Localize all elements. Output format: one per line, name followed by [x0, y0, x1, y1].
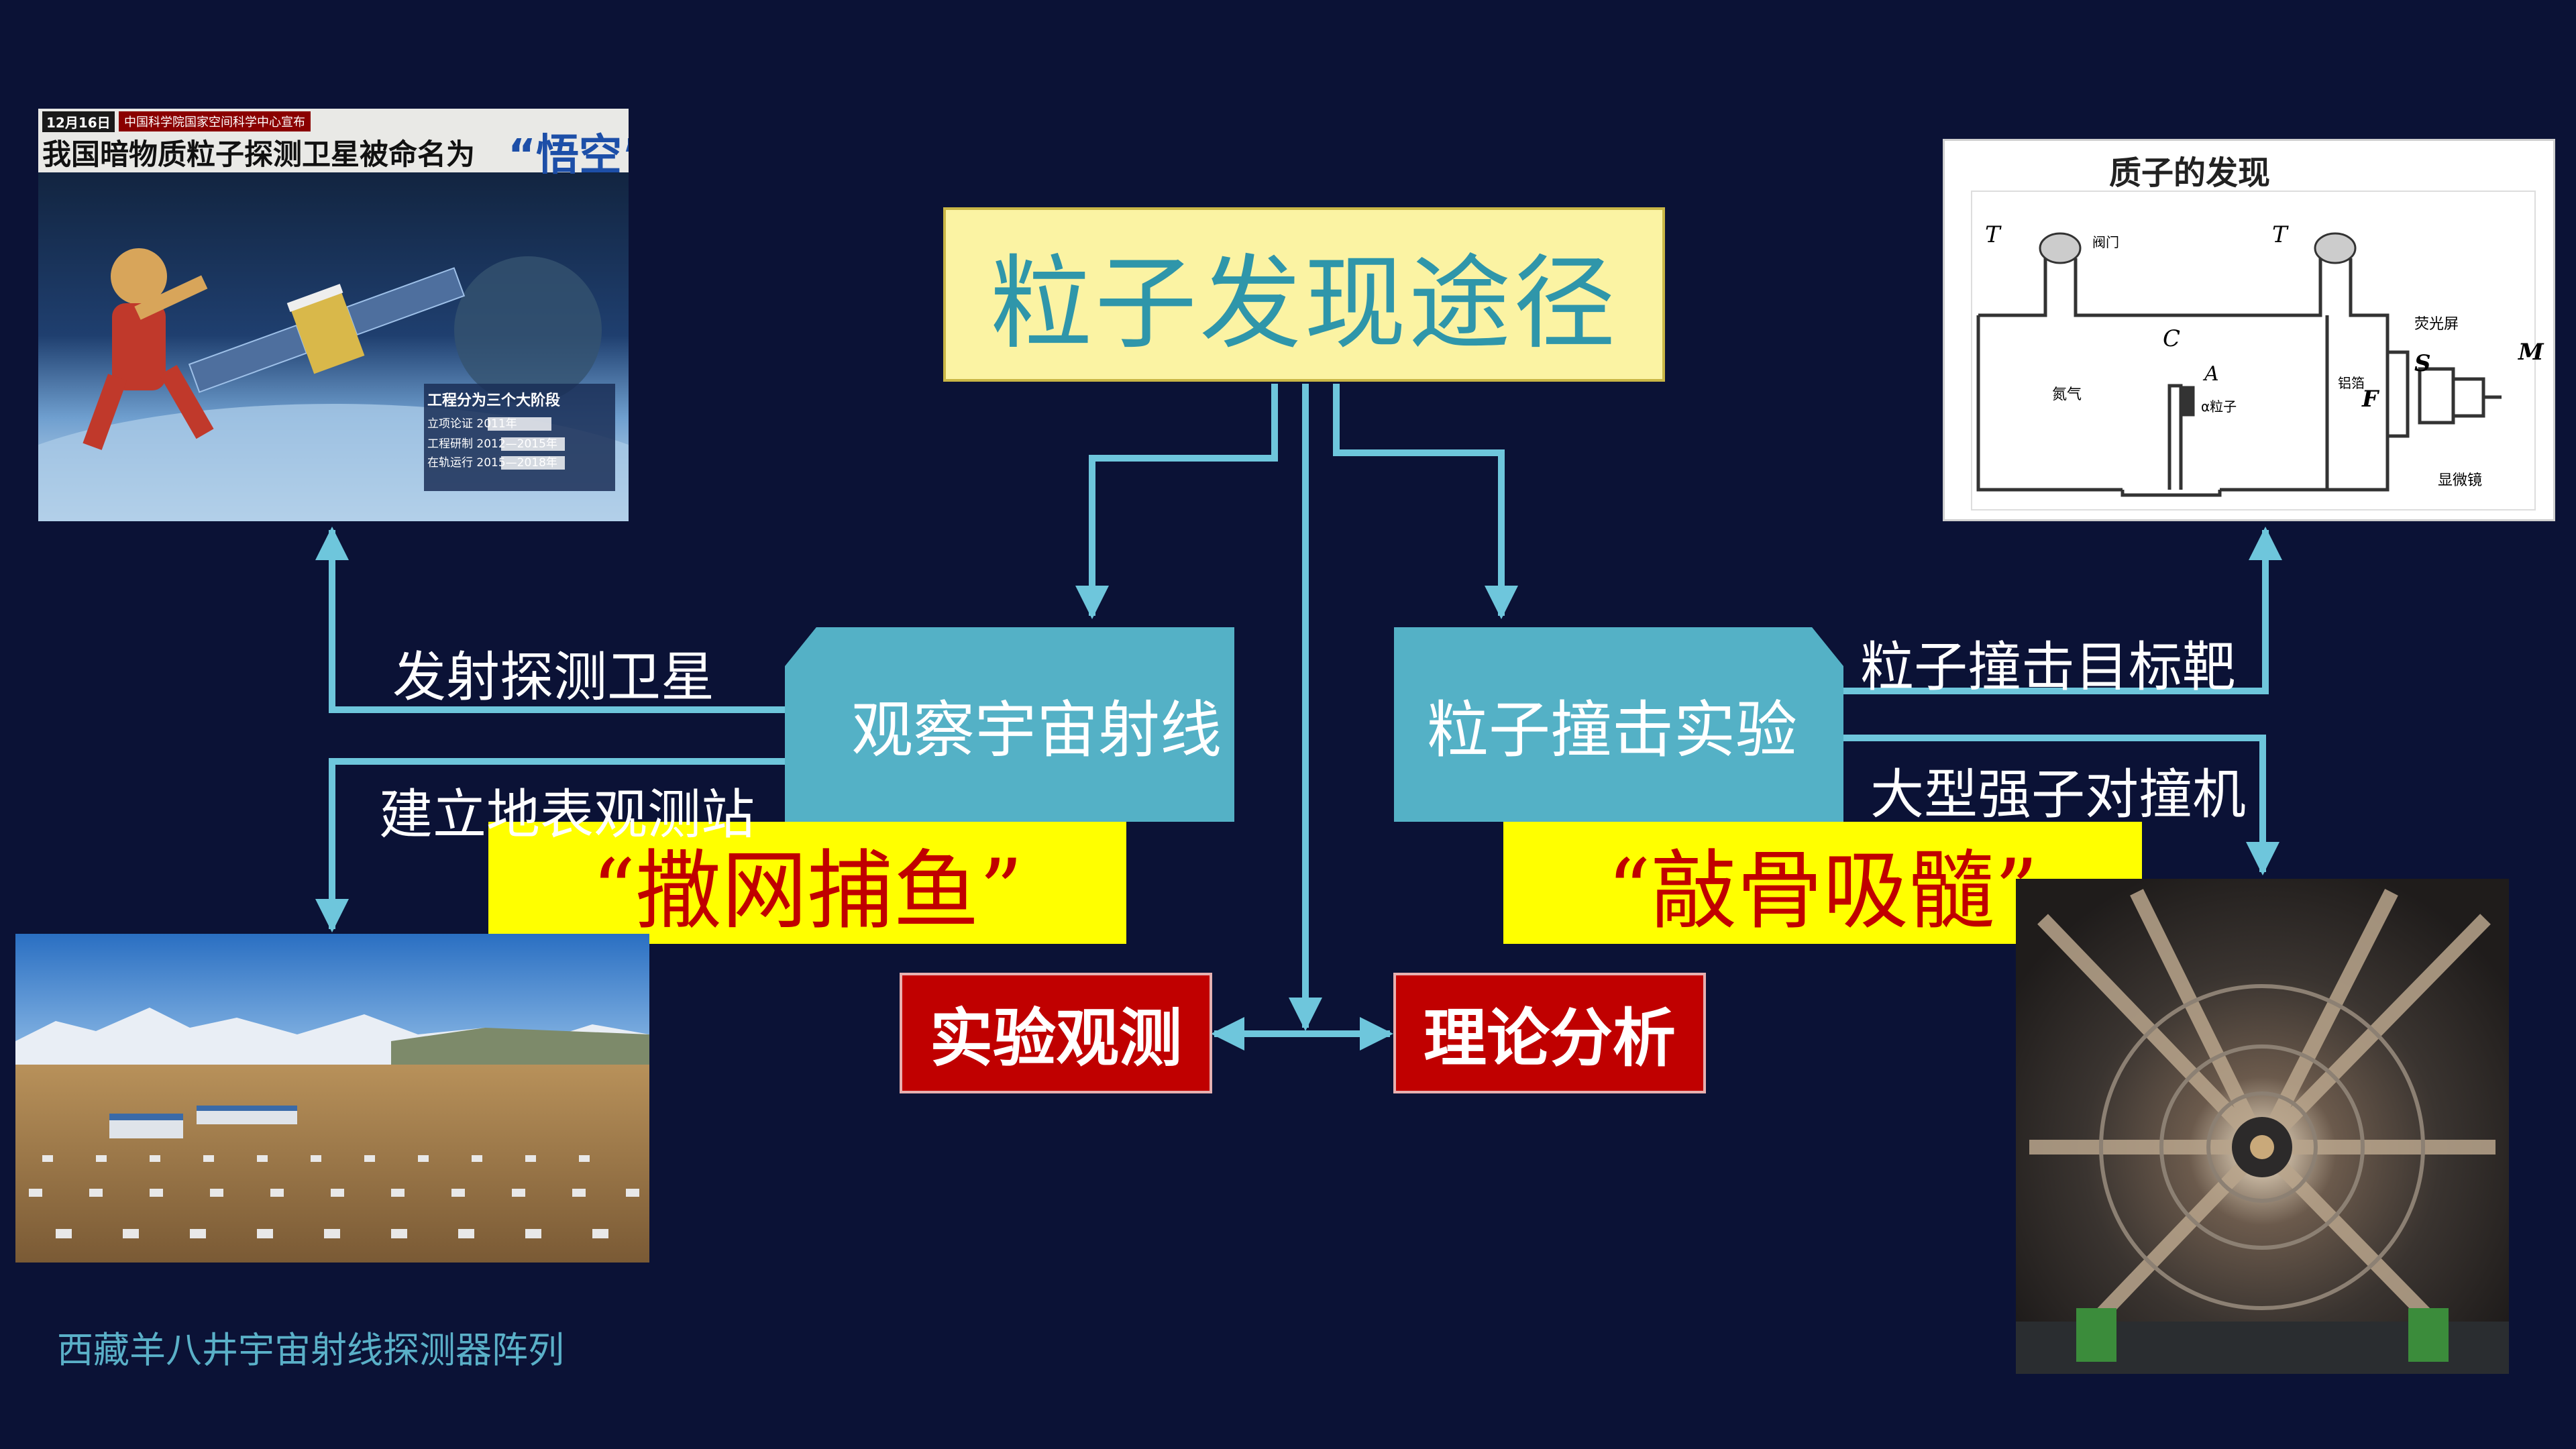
label-f: F	[2362, 386, 2379, 413]
page-title-text: 粒子发现途径	[990, 244, 1618, 363]
poster-stage-2: 工程研制 2012—2015年	[427, 437, 557, 451]
page-title: 粒子发现途径	[943, 207, 1665, 382]
apparatus-drawing	[1971, 191, 2536, 511]
label-microscope: 显微镜	[2438, 472, 2483, 489]
satellite-poster-image	[38, 109, 629, 521]
yangbajing-array-photo	[15, 934, 649, 1263]
target-collision-text: 粒子撞击目标靶	[1860, 636, 2236, 698]
theoretical-analysis-text: 理论分析	[1423, 1002, 1676, 1075]
collision-label: 粒子撞击实验	[1426, 694, 1797, 766]
poster-header: 中国科学院国家空间科学中心宣布	[119, 111, 311, 131]
launch-satellite-text: 发射探测卫星	[392, 646, 714, 708]
label-foil: 铝箔	[2338, 375, 2365, 391]
cosmic-ray-branch: 观察宇宙射线	[785, 627, 1234, 822]
label-s: S	[2414, 350, 2431, 377]
label-alpha: α粒子	[2201, 398, 2237, 415]
label-c: C	[2163, 325, 2181, 352]
hadron-collider-text: 大型强子对撞机	[1870, 763, 2246, 826]
cast-net-label: “撒网捕鱼”	[488, 822, 1126, 944]
poster-stages-title: 工程分为三个大阶段	[427, 392, 561, 409]
label-m: M	[2518, 339, 2544, 366]
cosmic-ray-label: 观察宇宙射线	[851, 694, 1222, 766]
label-t-right: T	[2272, 221, 2288, 248]
array-caption: 西藏羊八井宇宙射线探测器阵列	[57, 1329, 564, 1371]
cast-net-text: “撒网捕鱼”	[592, 841, 1023, 941]
label-screen: 荧光屏	[2414, 316, 2459, 333]
collision-branch: 粒子撞击实验	[1394, 627, 1843, 822]
experiment-observation-text: 实验观测	[929, 1002, 1182, 1075]
poster-name: “悟空”	[508, 131, 629, 180]
collider-photo-image	[2016, 879, 2509, 1374]
satellite-poster: 12月16日 中国科学院国家空间科学中心宣布 我国暗物质粒子探测卫星被命名为 “…	[38, 109, 629, 521]
experiment-observation-box: 实验观测	[900, 973, 1212, 1093]
label-nitrogen: 氮气	[2052, 386, 2082, 403]
poster-stage-1: 立项论证 2011年	[427, 417, 517, 431]
label-t-left: T	[1985, 221, 2000, 248]
label-a: A	[2204, 362, 2219, 386]
proton-discovery-diagram: 质子的发现 T 阀门 T C 荧光屏 氮气 A α粒子 铝箔 S F M 显微镜	[1943, 139, 2555, 521]
array-photo-image	[15, 934, 649, 1263]
bone-marrow-text: “敲骨吸髓”	[1607, 841, 2039, 941]
poster-date: 12月16日	[42, 111, 115, 132]
hadron-collider-photo	[2016, 879, 2509, 1374]
theoretical-analysis-box: 理论分析	[1393, 973, 1706, 1093]
poster-stage-3: 在轨运行 2015—2018年	[427, 456, 557, 470]
proton-diagram-title: 质子的发现	[2109, 154, 2271, 192]
label-valve: 阀门	[2092, 234, 2119, 250]
ground-station-text: 建立地表观测站	[379, 784, 755, 846]
poster-headline: 我国暗物质粒子探测卫星被命名为	[42, 138, 475, 172]
